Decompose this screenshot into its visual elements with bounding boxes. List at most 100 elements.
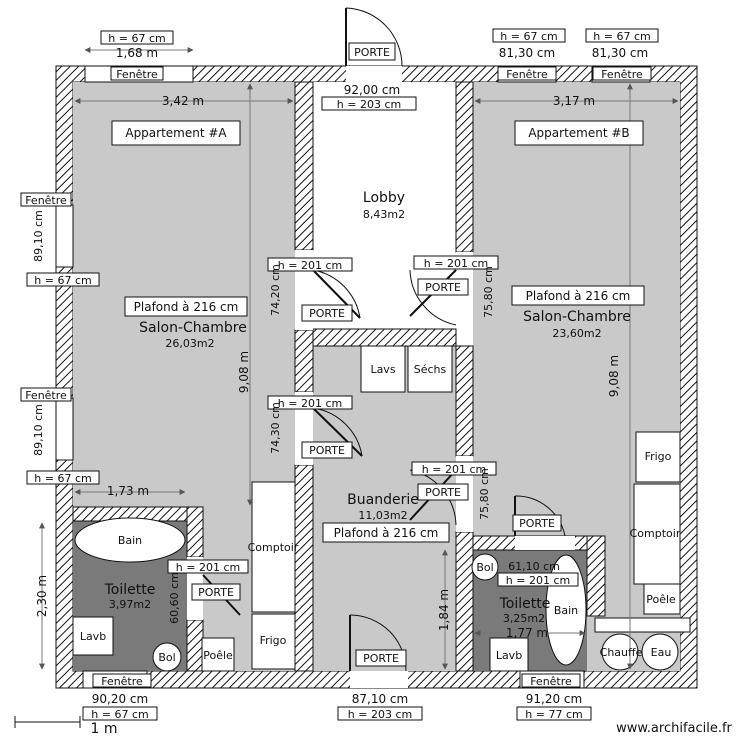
fixture-bain-b: Bain: [554, 604, 578, 617]
dim-173: 1,73 m: [107, 484, 149, 498]
comptoir-b: [633, 483, 681, 585]
watermark: www.archifacile.fr: [616, 721, 732, 736]
label-ceiling-a: Plafond à 216 cm: [134, 300, 239, 314]
dim-7580-1: 75,80 cm: [482, 266, 495, 318]
label-ceiling-buanderie: Plafond à 216 cm: [334, 526, 439, 540]
dim-9020: 90,20 cm: [92, 692, 148, 706]
wall-toilette-a-side-low: [186, 619, 204, 672]
fixture-sechs: Séchs: [414, 363, 447, 376]
dim-8130-b1: 81,30 cm: [499, 46, 555, 60]
poele-a: [201, 637, 235, 672]
dim-h67-bottom-a: h = 67 cm: [91, 708, 148, 721]
fixture-comptoir-b: Comptoir: [630, 527, 681, 540]
fixture-bol-a: Bol: [158, 651, 175, 664]
wall-buanderie-b: [455, 345, 474, 457]
fixture-frigo-b: Frigo: [645, 450, 672, 463]
lavs: [360, 345, 406, 393]
bol-a: [152, 642, 182, 672]
dim-317: 3,17 m: [553, 94, 595, 108]
fixture-poele-a: Poêle: [203, 649, 233, 662]
label-ceiling-b: Plafond à 216 cm: [526, 289, 631, 303]
dim-h201-toilette-b: h = 201 cm: [506, 574, 570, 587]
window-label-top-b1: Fenêtre: [506, 68, 548, 81]
dim-6060: 60,60 cm: [168, 572, 181, 624]
dim-9200: 92,00 cm: [344, 83, 400, 97]
poele-b: [643, 583, 681, 615]
dim-h201-a-lobby: h = 201 cm: [278, 259, 342, 272]
chauffe-eau-2: [641, 633, 679, 671]
door-label-lobby-b: PORTE: [425, 281, 461, 294]
fixture-chauffe: Chauffe: [600, 646, 643, 659]
wall-toilette-b-side: [586, 535, 606, 617]
fixture-frigo-a: Frigo: [260, 634, 287, 647]
door-label-a-lobby: PORTE: [309, 307, 345, 320]
label-buanderie-area: 11,03m2: [358, 509, 407, 522]
wall-a-buanderie: [294, 464, 314, 672]
lavb-a: [72, 616, 114, 656]
label-salon-a: Salon-Chambre: [139, 320, 247, 336]
door-label-bottom: PORTE: [363, 652, 399, 665]
scale-label: 1 m: [91, 721, 118, 737]
label-toilette-a-area: 3,97m2: [109, 598, 151, 611]
frigo-a: [251, 613, 296, 670]
label-lobby: Lobby: [363, 190, 405, 206]
fixture-lavb-a: Lavb: [80, 630, 106, 643]
label-buanderie: Buanderie: [347, 492, 419, 508]
counter-strip-b: [594, 617, 691, 633]
dim-8910-2: 89,10 cm: [32, 404, 45, 456]
dim-7430: 74,30 cm: [269, 402, 282, 454]
wall-lobby-buanderie: [312, 328, 457, 347]
bain-a: [74, 517, 186, 563]
door-label-a-buanderie: PORTE: [309, 444, 345, 457]
dim-6110: 61,10 cm: [508, 560, 560, 573]
door-lobby-entry: [345, 7, 403, 82]
label-toilette-a: Toilette: [104, 582, 156, 598]
fixture-bain-a: Bain: [118, 534, 142, 547]
wall-buanderie-b-low: [455, 531, 474, 672]
dim-168: 1,68 m: [116, 46, 158, 60]
wall-toilette-a-side: [186, 506, 204, 558]
fixture-comptoir-a: Comptoir: [248, 541, 299, 554]
window-label-bottom-b: Fenêtre: [530, 675, 572, 688]
fixture-bol-b: Bol: [476, 561, 493, 574]
door-label-buanderie-b: PORTE: [425, 486, 461, 499]
lavb-b: [489, 637, 529, 672]
dim-h67-top-a: h = 67 cm: [108, 32, 165, 45]
door-label-entry: PORTE: [354, 46, 390, 59]
dim-h67-top-b2: h = 67 cm: [593, 30, 650, 43]
door-label-toilette-a: PORTE: [198, 586, 234, 599]
label-lobby-area: 8,43m2: [363, 208, 405, 221]
window-left-2: [55, 397, 74, 461]
dim-h203-top: h = 203 cm: [337, 98, 401, 111]
window-label-top-a: Fenêtre: [116, 68, 158, 81]
dim-908-b: 9,08 m: [607, 355, 621, 397]
window-left-1: [55, 204, 74, 268]
dim-h201-buanderie-b: h = 201 cm: [422, 463, 486, 476]
bol-b: [471, 553, 499, 581]
dim-184: 1,84 m: [437, 589, 451, 631]
dim-8130-b2: 81,30 cm: [592, 46, 648, 60]
dim-h67-left-2: h = 67 cm: [34, 472, 91, 485]
dim-h201-toilette-a: h = 201 cm: [176, 561, 240, 574]
label-salon-b: Salon-Chambre: [523, 309, 631, 325]
dim-177: 1,77 m: [506, 626, 548, 640]
comptoir-a: [251, 481, 296, 613]
fixture-lavb-b: Lavb: [496, 649, 522, 662]
frigo-b: [635, 431, 681, 483]
fixture-lavs: Lavs: [370, 363, 395, 376]
dim-8710: 87,10 cm: [352, 692, 408, 706]
fixture-eau: Eau: [651, 646, 672, 659]
dim-h77-bottom-b: h = 77 cm: [525, 708, 582, 721]
salon-chambre-a-floor: [73, 82, 295, 507]
window-label-left-1: Fenêtre: [25, 194, 67, 207]
sechs: [407, 345, 453, 393]
dim-7420: 74,20 cm: [269, 264, 282, 316]
window-label-top-b2: Fenêtre: [601, 68, 643, 81]
door-label-toilette-b: PORTE: [519, 517, 555, 530]
label-toilette-b-area: 3,25m2: [503, 612, 545, 625]
label-appartement-b: Appartement #B: [528, 126, 629, 140]
dim-h201-lobby-b: h = 201 cm: [424, 257, 488, 270]
wall-a-lobby: [294, 81, 314, 251]
window-label-left-2: Fenêtre: [25, 389, 67, 402]
